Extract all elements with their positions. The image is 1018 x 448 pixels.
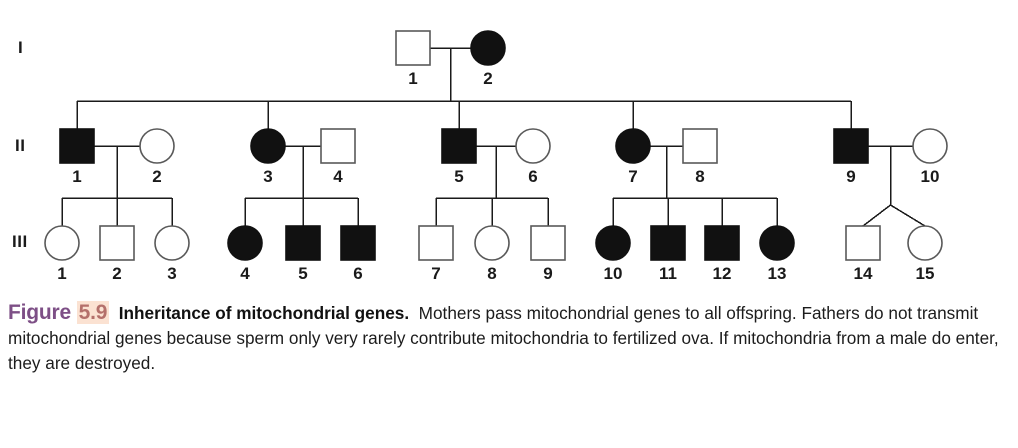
individual-number-II-3: 3 [263,167,272,186]
individual-number-III-5: 5 [298,264,307,283]
individual-II-9-male-affected [833,128,869,164]
individual-III-6-male-affected [340,225,376,261]
individual-III-1-female-unaffected [44,225,80,261]
individual-II-4-male-unaffected [320,128,356,164]
individual-number-II-8: 8 [695,167,704,186]
twin-line-III-15 [890,204,926,227]
individual-III-12-male-affected [704,225,740,261]
pedigree-symbols [44,30,948,261]
individual-number-II-2: 2 [152,167,161,186]
individual-number-III-9: 9 [543,264,552,283]
figure-caption-body: Mothers pass mitochondrial genes to all … [8,303,999,373]
individual-II-3-female-affected [250,128,286,164]
individual-number-I-2: 2 [483,69,492,88]
individual-III-11-male-affected [650,225,686,261]
individual-number-III-14: 14 [854,264,873,283]
individual-III-2-male-unaffected [99,225,135,261]
generation-label-I: I [18,38,24,57]
individual-III-14-male-unaffected [845,225,881,261]
individual-number-II-9: 9 [846,167,855,186]
generation-label-III: III [12,232,28,251]
individual-III-4-female-affected [227,225,263,261]
individual-number-II-5: 5 [454,167,463,186]
individual-III-15-female-unaffected [907,225,943,261]
individual-III-9-male-unaffected [530,225,566,261]
individual-II-8-male-unaffected [682,128,718,164]
individual-number-I-1: 1 [408,69,417,88]
individual-III-13-female-affected [759,225,795,261]
twin-line-III-14 [862,204,891,227]
individual-number-II-6: 6 [528,167,537,186]
individual-number-III-13: 13 [768,264,787,283]
individual-number-III-11: 11 [659,264,677,283]
individual-III-3-female-unaffected [154,225,190,261]
figure-number: 5.9 [76,301,110,324]
individual-I-1-male-unaffected [395,30,431,66]
individual-number-III-1: 1 [57,264,66,283]
individual-number-II-1: 1 [72,167,81,186]
individual-number-II-10: 10 [921,167,940,186]
individual-number-III-12: 12 [713,264,732,283]
figure-caption: Figure 5.9 Inheritance of mitochondrial … [8,300,1008,376]
individual-number-III-2: 2 [112,264,121,283]
individual-III-5-male-affected [285,225,321,261]
individual-number-II-7: 7 [628,167,637,186]
figure-label-word: Figure [8,301,71,324]
individual-II-6-female-unaffected [515,128,551,164]
individual-number-III-10: 10 [604,264,623,283]
individual-II-2-female-unaffected [139,128,175,164]
individual-number-III-7: 7 [431,264,440,283]
figure-caption-title: Inheritance of mitochondrial genes. [118,303,410,323]
individual-II-7-female-affected [615,128,651,164]
individual-number-III-3: 3 [167,264,176,283]
individual-number-III-8: 8 [487,264,496,283]
individual-II-5-male-affected [441,128,477,164]
individual-II-1-male-affected [59,128,95,164]
individual-III-10-female-affected [595,225,631,261]
individual-number-III-4: 4 [240,264,250,283]
individual-number-II-4: 4 [333,167,343,186]
individual-number-III-15: 15 [916,264,935,283]
individual-III-8-female-unaffected [474,225,510,261]
generation-label-II: II [15,136,26,155]
pedigree-connector-lines [61,47,926,227]
individual-III-7-male-unaffected [418,225,454,261]
individual-II-10-female-unaffected [912,128,948,164]
individual-I-2-female-affected [470,30,506,66]
individual-number-III-6: 6 [353,264,362,283]
